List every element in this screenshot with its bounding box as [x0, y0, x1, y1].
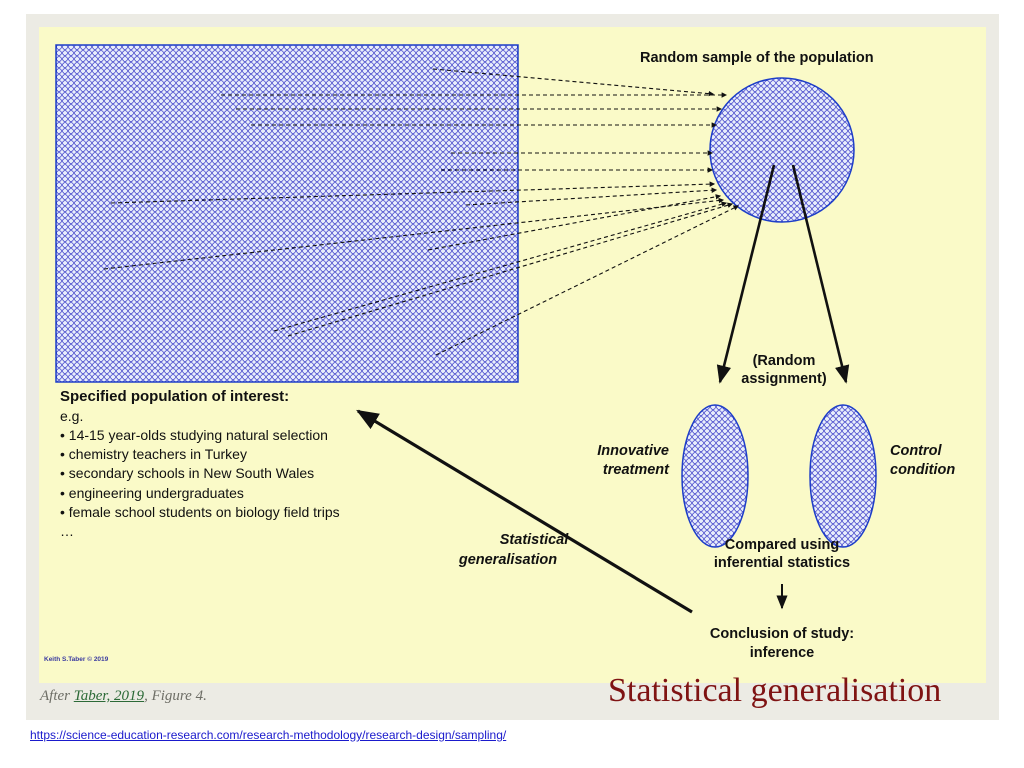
source-url-link[interactable]: https://science-education-research.com/r… [30, 728, 507, 742]
generalisation-arrow [356, 409, 693, 614]
slide-title: Statistical generalisation [608, 672, 942, 709]
treatment-label-1: Innovative [597, 443, 669, 459]
population-heading: Specified population of interest: [60, 388, 289, 405]
compared-label-1: Compared using [725, 537, 839, 553]
population-item: • 14-15 year-olds studying natural selec… [60, 427, 328, 443]
caption-suffix: , Figure 4. [144, 688, 207, 704]
population-ellipsis: … [60, 523, 74, 539]
assignment-arrow-treatment [716, 164, 776, 384]
population-eg: e.g. [60, 408, 83, 424]
conclusion-label-1: Conclusion of study: [710, 626, 854, 642]
generalisation-label-2: generalisation [458, 552, 557, 568]
control-label-2: condition [890, 462, 955, 478]
population-item: • engineering undergraduates [60, 485, 244, 501]
compared-label-2: inferential statistics [714, 555, 850, 571]
population-item: • chemistry teachers in Turkey [60, 446, 247, 462]
population-item: • female school students on biology fiel… [60, 504, 340, 520]
slide-frame: Random sample of the population (Random … [26, 14, 999, 720]
figure-caption: After Taber, 2019, Figure 4. [40, 688, 207, 705]
sampling-arrows [103, 68, 739, 356]
random-assignment-label-1: (Random [753, 353, 816, 369]
generalisation-label-1: Statistical [500, 532, 569, 548]
conclusion-label-2: inference [750, 645, 814, 661]
treatment-label-2: treatment [603, 462, 670, 478]
population-item: • secondary schools in New South Wales [60, 465, 314, 481]
copyright-note: Keith S.Taber © 2019 [44, 655, 109, 663]
assignment-arrow-control [791, 164, 850, 384]
control-label-1: Control [890, 443, 943, 459]
sampling-diagram: Random sample of the population (Random … [39, 27, 986, 683]
caption-link[interactable]: Taber, 2019 [73, 688, 145, 704]
random-assignment-label-2: assignment) [741, 371, 827, 387]
caption-prefix: After [40, 688, 74, 704]
random-sample-label: Random sample of the population [640, 50, 874, 66]
